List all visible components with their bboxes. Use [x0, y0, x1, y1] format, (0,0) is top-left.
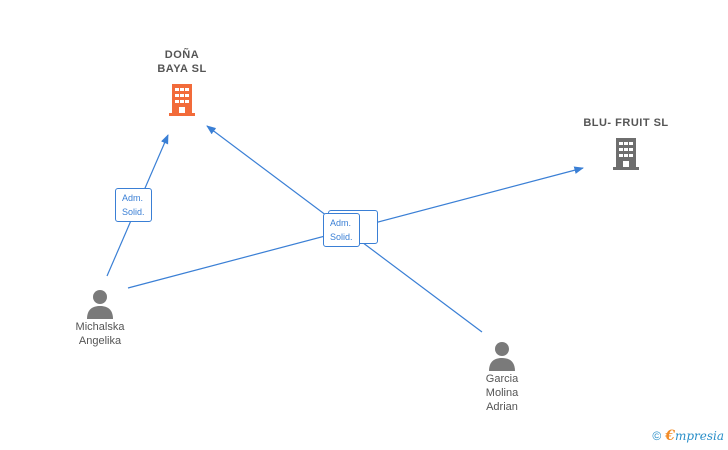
person-name-line-1: Garcia — [485, 373, 519, 385]
empresia-logo-e: € — [665, 428, 675, 444]
edge-label-line-1: Adm. — [330, 218, 352, 228]
person-icon — [87, 290, 113, 319]
empresia-logo: €mpresia — [665, 428, 724, 444]
person-icon — [489, 342, 515, 371]
edge-label-adm-solid-left[interactable]: Adm. Solid. — [115, 188, 152, 222]
person-name-line-2: Molina — [485, 387, 519, 399]
empresia-watermark: © €mpresia — [652, 428, 724, 444]
person-name-line-3: Adrian — [486, 401, 518, 413]
company-node-blu-fruit[interactable]: BLU- FRUIT SL — [576, 116, 676, 172]
building-icon — [613, 138, 639, 170]
edge-label-adm-solid-center[interactable]: Adm. Solid. — [323, 213, 360, 247]
building-icon — [169, 84, 195, 116]
company-name-line-2: BAYA SL — [157, 63, 207, 75]
edge-label-line-2: Solid. — [122, 207, 145, 217]
company-node-dona-baya[interactable]: DOÑA BAYA SL — [140, 48, 224, 118]
person-node-garcia-molina-adrian[interactable]: Garcia Molina Adrian — [462, 340, 542, 414]
person-node-michalska-angelika[interactable]: Michalska Angelika — [58, 288, 142, 348]
person-name-line-1: Michalska — [75, 321, 125, 333]
company-name-line-1: DOÑA — [164, 49, 200, 61]
edge-label-line-2: Solid. — [330, 232, 353, 242]
person-name-line-2: Angelika — [78, 335, 122, 347]
company-name: BLU- FRUIT SL — [583, 117, 669, 129]
edge-label-line-1: Adm. — [122, 193, 144, 203]
copyright-symbol: © — [652, 429, 662, 443]
empresia-logo-text: mpresia — [674, 429, 724, 443]
